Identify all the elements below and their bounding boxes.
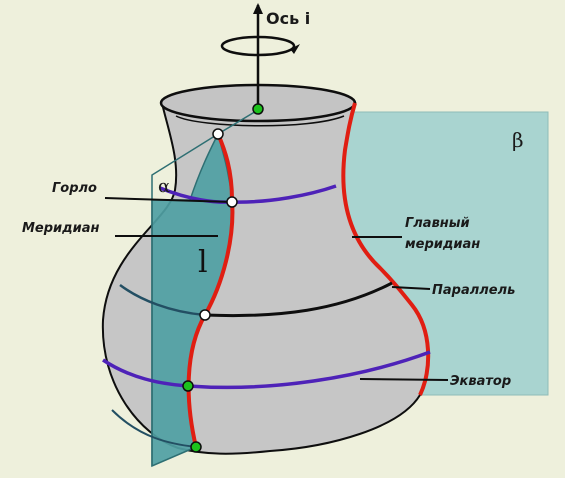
mouth-point — [212, 128, 224, 140]
plane-alpha-label: α — [158, 176, 170, 197]
plane-alpha-outline — [151, 133, 219, 466]
main-meridian-label-line1: Главный — [405, 216, 470, 231]
parallel-label: Параллель — [432, 283, 515, 298]
rotation-arrowhead-icon — [290, 44, 300, 54]
main-meridian-curve — [341, 102, 431, 396]
meridian-curve-label: l — [198, 245, 208, 280]
bottom-circle — [111, 409, 197, 448]
equator-curve — [102, 350, 431, 390]
rotation-arrow-icon — [220, 35, 296, 57]
equator-label: Экватор — [450, 374, 511, 389]
vase-mouth-inner — [175, 115, 345, 127]
throat-point — [226, 196, 238, 208]
equator-point — [182, 380, 194, 392]
gorlo-leader — [104, 197, 233, 203]
main-meridian-label-line2: меридиан — [405, 237, 480, 252]
axis-point — [252, 103, 264, 115]
parallel-point — [199, 309, 211, 321]
meridian-label: Меридиан — [22, 221, 100, 236]
parallel-leader — [391, 286, 431, 290]
axis-arrow-icon — [253, 3, 263, 14]
bottom-point — [190, 441, 202, 453]
axis-label: Ось i — [266, 9, 310, 28]
equator-leader — [359, 378, 449, 381]
parallel-curve — [204, 281, 393, 318]
parallel-curve-back — [119, 283, 206, 317]
plane-beta-label: β — [512, 128, 524, 152]
gorlo-label: Горло — [52, 181, 97, 196]
